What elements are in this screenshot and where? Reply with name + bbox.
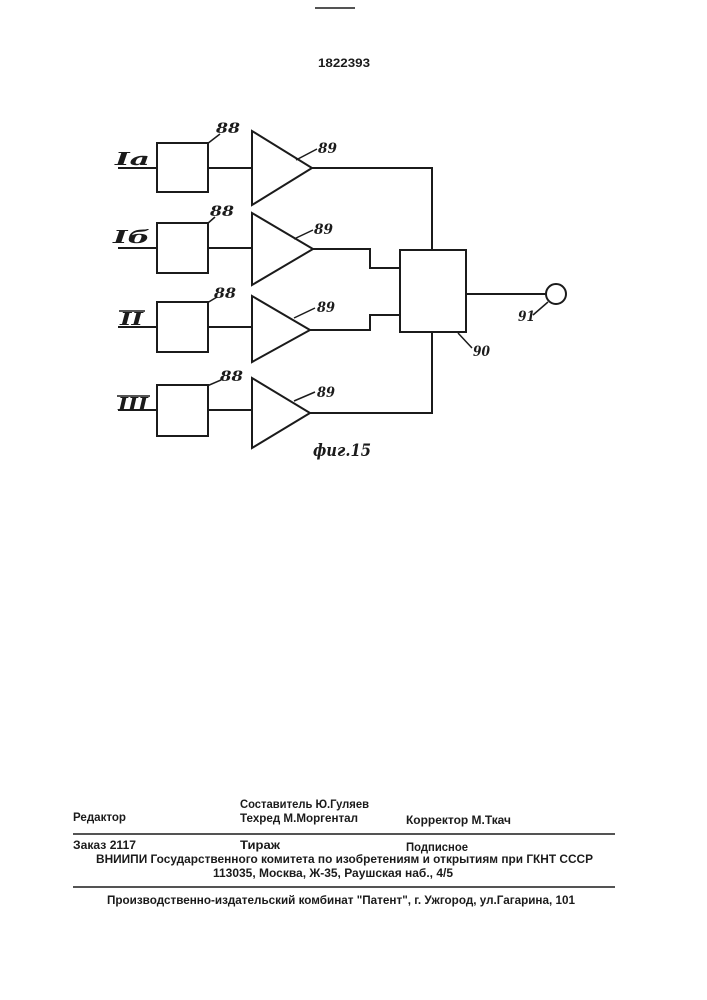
output-terminal-label: 91 xyxy=(518,309,535,325)
diagram-row-2: Iб 88 89 xyxy=(111,204,400,285)
page-number: 1822393 xyxy=(318,56,370,70)
combiner-block-label: 90 xyxy=(473,344,490,360)
block-diagram: Iа 88 89 Iб 88 89 II xyxy=(111,121,566,461)
leader-89-3 xyxy=(294,308,315,318)
amplifier-89-4 xyxy=(252,378,310,448)
block-88-label-2: 88 xyxy=(210,204,234,220)
amplifier-89-2 xyxy=(252,213,313,285)
block-88-1 xyxy=(157,143,208,192)
block-88-4 xyxy=(157,385,208,436)
leader-89-2 xyxy=(294,230,313,239)
block-88-3 xyxy=(157,302,208,352)
input-label-1: Iа xyxy=(113,149,150,170)
amplifier-89-1 xyxy=(252,131,312,205)
imprint-compiler: Составитель Ю.Гуляев xyxy=(240,797,369,811)
imprint: Составитель Ю.Гуляев Редактор Техред М.М… xyxy=(73,797,615,907)
input-label-4: III xyxy=(117,394,149,415)
amplifier-89-label-1: 89 xyxy=(318,141,337,157)
imprint-editor: Редактор xyxy=(73,810,126,824)
amplifier-89-label-4: 89 xyxy=(317,385,335,401)
figure-caption: фиг.15 xyxy=(313,441,371,461)
leader-88-4 xyxy=(207,380,221,386)
output-terminal-91 xyxy=(546,284,566,304)
block-88-label-3: 88 xyxy=(214,286,236,302)
leader-89-4 xyxy=(294,392,315,401)
diagram-row-3: II 88 89 xyxy=(118,286,400,362)
combiner-block-90 xyxy=(400,250,466,332)
imprint-circulation: Тираж xyxy=(240,838,281,852)
leader-91 xyxy=(533,302,548,315)
block-88-label-4: 88 xyxy=(220,369,243,385)
leader-89-1 xyxy=(296,149,317,160)
amplifier-89-label-3: 89 xyxy=(317,300,335,316)
imprint-address: 113035, Москва, Ж-35, Раушская наб., 4/5 xyxy=(213,866,453,880)
imprint-organization: ВНИИПИ Государственного комитета по изоб… xyxy=(96,852,593,866)
block-88-label-1: 88 xyxy=(216,121,240,137)
imprint-corrector: Корректор М.Ткач xyxy=(406,813,511,827)
output-wire-3 xyxy=(310,315,400,330)
amplifier-89-3 xyxy=(252,296,310,362)
input-label-2: Iб xyxy=(111,227,150,248)
imprint-printer: Производственно-издательский комбинат "П… xyxy=(107,893,575,907)
imprint-techred: Техред М.Моргентал xyxy=(240,811,358,825)
leader-90 xyxy=(458,333,472,348)
block-88-2 xyxy=(157,223,208,273)
amplifier-89-label-2: 89 xyxy=(314,222,333,238)
output-wire-2 xyxy=(313,249,400,268)
imprint-order: Заказ 2117 xyxy=(73,838,136,852)
